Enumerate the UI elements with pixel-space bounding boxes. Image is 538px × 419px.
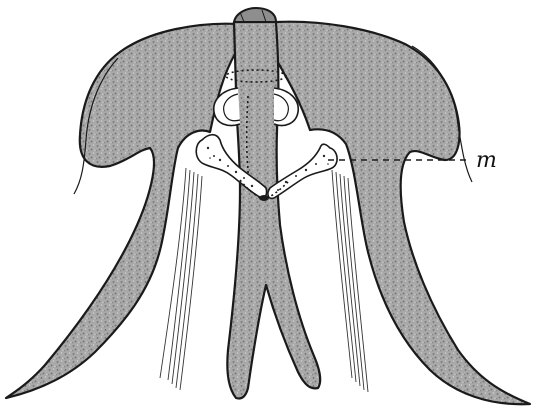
junction-mark (259, 195, 269, 201)
manubrium-cap (234, 8, 276, 22)
label-m: m (476, 148, 497, 173)
